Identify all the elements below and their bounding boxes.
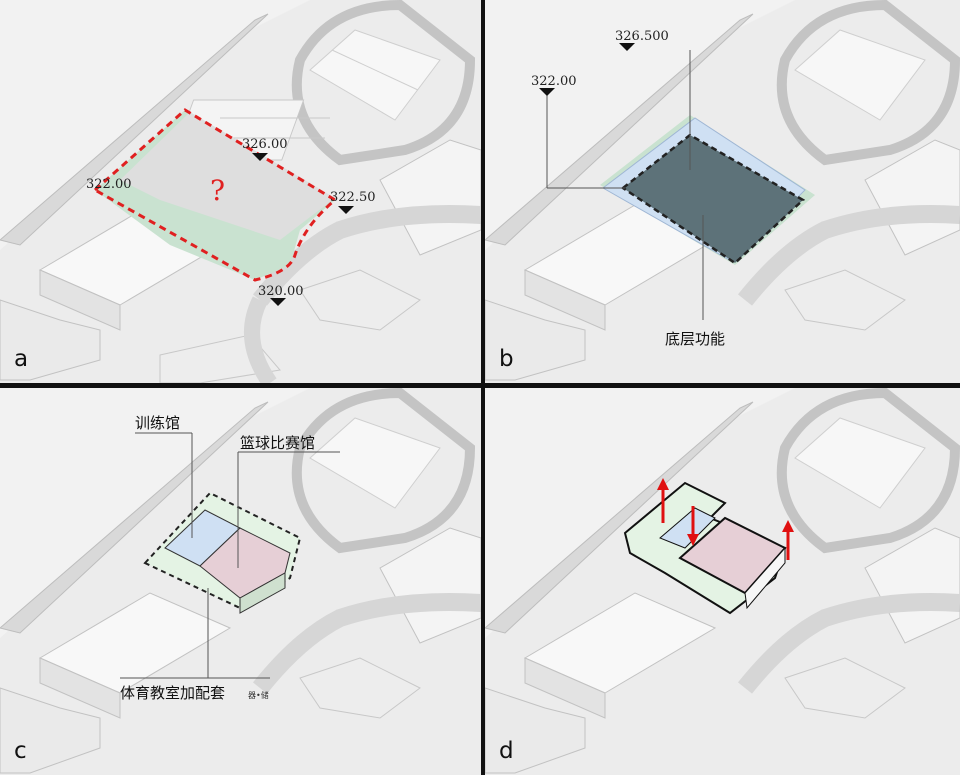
ground-function-label: 底层功能 <box>665 330 725 348</box>
panel-c-drawing: 训练馆 篮球比赛馆 体育教室加配套 器•储 c <box>0 388 481 775</box>
elevation-322: 322.00 <box>86 177 132 192</box>
training-hall-label: 训练馆 <box>135 414 180 432</box>
elevation-322: 322.00 <box>531 74 577 89</box>
elevation-320: 320.00 <box>258 284 304 299</box>
panel-a-label: a <box>14 346 28 372</box>
support-label: 体育教室加配套 <box>120 684 225 702</box>
movement-arrows <box>657 478 794 560</box>
massing-volume <box>623 481 787 615</box>
panel-b-label: b <box>499 346 514 372</box>
panel-d: d <box>485 388 960 775</box>
leader-lines <box>546 50 704 320</box>
support-small-label: 器•储 <box>248 690 269 700</box>
elevation-322-5: 322.50 <box>330 190 376 205</box>
elevation-markers: 326.00 322.00 322.50 320.00 <box>86 137 376 306</box>
elevation-326-5: 326.500 <box>615 29 669 44</box>
elevation-326: 326.00 <box>242 137 288 152</box>
panel-b: 326.500 322.00 底层功能 b <box>485 0 960 383</box>
panel-b-drawing: 326.500 322.00 底层功能 b <box>485 0 960 383</box>
panel-a: ? 326.00 322.00 322.50 320.00 a <box>0 0 481 383</box>
site-question-mark: ? <box>210 174 225 207</box>
leader-lines <box>120 432 340 679</box>
site-outline <box>92 108 338 282</box>
ground-floor-volume <box>600 115 815 265</box>
panel-a-drawing: ? 326.00 322.00 322.50 320.00 a <box>0 0 481 383</box>
competition-hall-label: 篮球比赛馆 <box>240 434 315 452</box>
panel-c-label: c <box>14 738 27 764</box>
context-site <box>0 0 481 383</box>
panel-d-drawing: d <box>485 388 960 775</box>
panel-c: 训练馆 篮球比赛馆 体育教室加配套 器•储 c <box>0 388 481 775</box>
panel-d-label: d <box>499 738 514 764</box>
program-blocks <box>143 491 302 614</box>
